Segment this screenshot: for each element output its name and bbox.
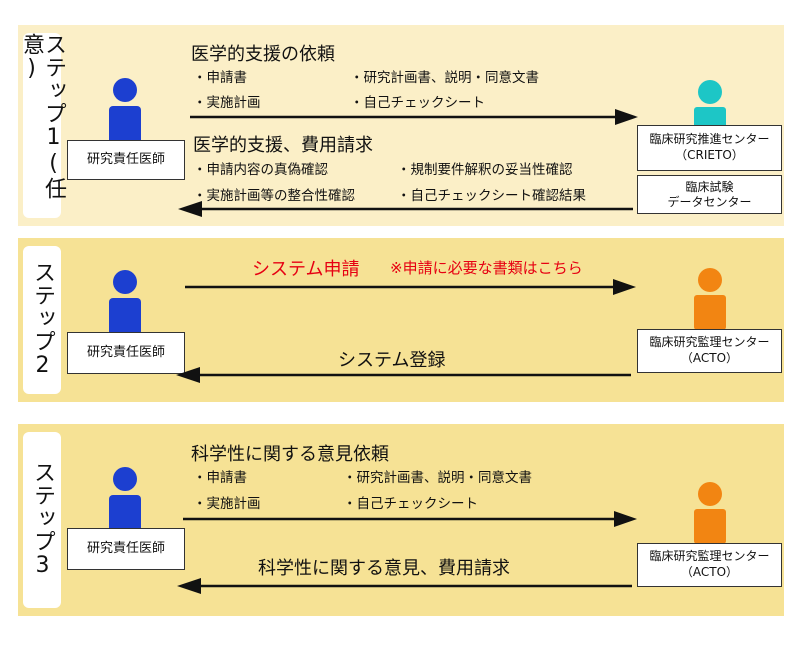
step1-label: ステップ1(任意)	[19, 33, 66, 218]
acto-box: 臨床研究監理センター （ACTO）	[637, 543, 782, 587]
reply-item: ・申請内容の真偽確認	[193, 162, 328, 178]
doctor-box: 研究責任医師	[67, 332, 185, 374]
crieto-icon	[694, 80, 726, 130]
doctor-icon	[109, 467, 141, 533]
required-documents-link[interactable]: ※申請に必要な書類はこちら	[390, 259, 583, 277]
request-item: ・自己チェックシート	[343, 496, 478, 512]
system-application-link[interactable]: システム申請	[252, 259, 360, 280]
reply-item: ・自己チェックシート確認結果	[397, 188, 586, 204]
doctor-label: 研究責任医師	[86, 540, 165, 556]
acto-name: 臨床研究監理センター	[649, 549, 770, 564]
crieto-name: 臨床研究推進センター	[649, 132, 770, 147]
doctor-box: 研究責任医師	[67, 140, 185, 180]
reply-title: 科学性に関する意見、費用請求	[258, 558, 510, 579]
data-center-box: 臨床試験 データセンター	[637, 175, 782, 214]
arrow-right-icon	[185, 279, 636, 295]
doctor-icon	[109, 78, 141, 144]
arrow-left-icon	[176, 367, 631, 383]
request-item: ・実施計画	[193, 95, 261, 111]
request-title: 医学的支援の依頼	[191, 44, 335, 65]
arrow-right-icon	[183, 511, 637, 527]
doctor-label: 研究責任医師	[86, 344, 165, 360]
request-item: ・実施計画	[193, 496, 261, 512]
data-center-name-2: データセンター	[667, 194, 752, 209]
acto-icon	[694, 482, 726, 544]
reply-item: ・規制要件解釈の妥当性確認	[397, 162, 573, 178]
request-item: ・自己チェックシート	[350, 95, 485, 111]
doctor-box: 研究責任医師	[67, 528, 185, 570]
crieto-box: 臨床研究推進センター （CRIETO）	[637, 125, 782, 171]
crieto-abbr: （CRIETO）	[675, 148, 744, 162]
arrow-left-icon	[178, 201, 633, 217]
acto-box: 臨床研究監理センター （ACTO）	[637, 329, 782, 373]
request-item: ・研究計画書、説明・同意文書	[350, 70, 539, 86]
reply-item: ・実施計画等の整合性確認	[193, 188, 355, 204]
acto-icon	[694, 268, 726, 330]
acto-name: 臨床研究監理センター	[649, 335, 770, 350]
step2-label: ステップ2	[23, 246, 61, 394]
request-title: 科学性に関する意見依頼	[191, 444, 389, 465]
arrow-right-icon	[190, 109, 638, 125]
doctor-label: 研究責任医師	[86, 151, 165, 167]
request-item: ・研究計画書、説明・同意文書	[343, 470, 532, 486]
request-item: ・申請書	[193, 470, 247, 486]
arrow-left-icon	[177, 578, 632, 594]
acto-abbr: （ACTO）	[680, 351, 739, 365]
acto-abbr: （ACTO）	[680, 565, 739, 579]
doctor-icon	[109, 270, 141, 336]
reply-title: システム登録	[338, 350, 446, 371]
reply-title: 医学的支援、費用請求	[193, 135, 373, 156]
data-center-name-1: 臨床試験	[685, 179, 734, 194]
request-item: ・申請書	[193, 70, 247, 86]
step3-label: ステップ3	[23, 432, 61, 608]
